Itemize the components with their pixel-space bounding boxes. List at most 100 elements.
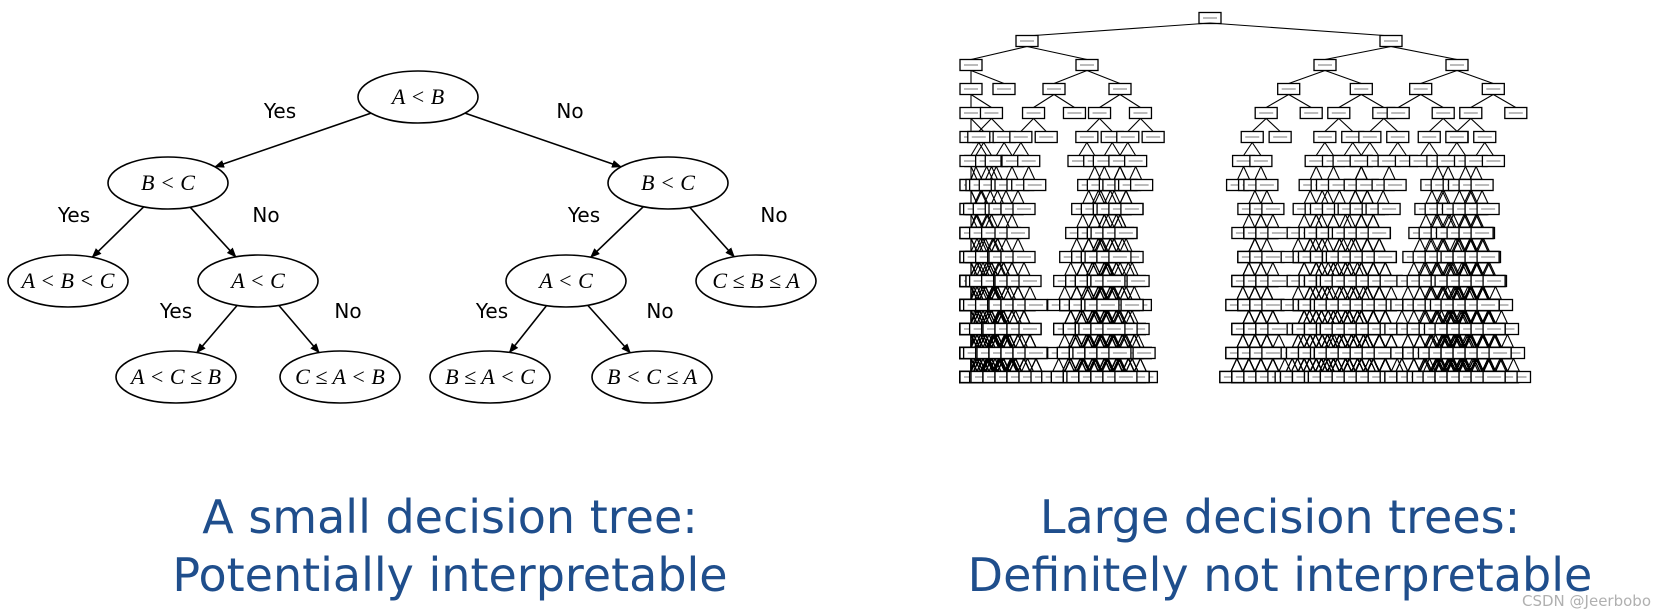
- tree-edge: [997, 238, 1005, 252]
- tree-edge: [1099, 118, 1113, 132]
- tree-edge: [1064, 310, 1072, 324]
- tree-edge: [1288, 94, 1312, 108]
- tree-edge: [1324, 45, 1392, 61]
- edge-label-lr-lrr: No: [334, 299, 361, 323]
- tree-edge: [992, 238, 1000, 252]
- tree-edge: [985, 214, 993, 228]
- tree-edge: [1230, 358, 1238, 372]
- tree-edge: [1237, 166, 1245, 180]
- tree-edge: [985, 238, 993, 252]
- edge-label-r-rl: Yes: [567, 203, 600, 227]
- tree-edge: [1017, 286, 1025, 300]
- large-decision-tree: [959, 11, 1532, 384]
- tree-edge: [1097, 166, 1105, 180]
- tree-edge: [1011, 166, 1019, 180]
- edge-label-r-rr: No: [760, 203, 787, 227]
- node-ellipse: [7, 254, 129, 308]
- tree-edge: [970, 45, 1028, 61]
- tree-edge: [1236, 286, 1244, 300]
- node-root: A < B: [357, 70, 479, 124]
- edge-rl-rll: [508, 305, 548, 354]
- tree-edge: [1005, 238, 1013, 252]
- edge-lr-lrr: [278, 304, 320, 354]
- tree-edge: [970, 166, 978, 180]
- node-rlr: B < C ≤ A: [591, 350, 713, 404]
- tree-edge: [1082, 214, 1090, 228]
- node-label: C ≤ A < B: [295, 364, 385, 389]
- tree-edge: [1023, 310, 1031, 324]
- node-label: B ≤ A < C: [445, 364, 535, 389]
- tree-edge: [1058, 286, 1066, 300]
- node-label: A < B: [390, 84, 444, 109]
- tree-edge: [1390, 45, 1458, 61]
- tree-edge: [1086, 69, 1121, 85]
- tree-edge: [1076, 262, 1084, 276]
- node-label: A < C ≤ B: [129, 364, 221, 389]
- tree-edge: [1209, 22, 1392, 37]
- tree-edge: [1248, 214, 1256, 228]
- tree-edge: [976, 262, 984, 276]
- tree-edge: [1015, 310, 1023, 324]
- tree-edge: [1003, 214, 1011, 228]
- tree-edge: [1003, 142, 1013, 156]
- edge-root-r: [464, 112, 622, 168]
- tree-edge: [980, 214, 988, 228]
- tree-edge: [1033, 118, 1047, 132]
- tree-edge: [981, 190, 989, 204]
- tree-edge: [1254, 190, 1262, 204]
- tree-edge: [1021, 358, 1029, 372]
- tree-edge: [1033, 94, 1055, 108]
- tree-edge: [1251, 142, 1262, 156]
- tree-edge: [970, 262, 978, 276]
- tree-edge: [986, 214, 994, 228]
- tree-edge: [1088, 166, 1096, 180]
- edge-label-root-l: Yes: [263, 99, 296, 123]
- tree-edge: [1011, 214, 1019, 228]
- tree-edge: [997, 190, 1005, 204]
- tree-edge: [997, 262, 1005, 276]
- tree-edge: [1026, 45, 1088, 61]
- tree-edge: [1058, 334, 1066, 348]
- tree-edge: [987, 238, 995, 252]
- node-ellipse: [429, 350, 551, 404]
- tree-edge: [1035, 358, 1043, 372]
- node-rll: B ≤ A < C: [429, 350, 551, 404]
- tree-edge: [1017, 190, 1025, 204]
- tree-edge: [1022, 166, 1030, 180]
- edge-lr-lrl: [196, 304, 238, 354]
- tree-edge: [1324, 69, 1362, 85]
- tree-edge: [1103, 166, 1111, 180]
- tree-edge: [995, 142, 1005, 156]
- tree-edge: [1053, 69, 1088, 85]
- tree-edge: [1003, 310, 1011, 324]
- tree-edge: [991, 118, 1005, 132]
- tree-edge: [974, 190, 982, 204]
- tree-edge: [991, 166, 999, 180]
- tree-edge: [993, 238, 1001, 252]
- tree-edge: [1011, 262, 1019, 276]
- tree-edge: [980, 166, 988, 180]
- tree-edge: [991, 238, 999, 252]
- node-ellipse: [607, 156, 729, 210]
- tree-edge: [1053, 94, 1075, 108]
- tree-edge: [1003, 262, 1011, 276]
- tree-edge: [1135, 166, 1143, 180]
- edge-r-rl: [589, 206, 644, 258]
- tree-edge: [1020, 118, 1034, 132]
- tree-edge: [1248, 310, 1256, 324]
- tree-edge: [1127, 118, 1141, 132]
- tree-edge: [989, 190, 997, 204]
- tree-edge: [1005, 190, 1013, 204]
- tree-edge: [1251, 118, 1267, 132]
- tree-edge: [1242, 286, 1250, 300]
- edge-l-ll: [91, 206, 145, 258]
- tree-edge: [1133, 286, 1141, 300]
- tree-edge: [978, 118, 992, 132]
- tree-edge: [991, 262, 999, 276]
- tree-edge: [1020, 142, 1030, 156]
- tree-edge: [1011, 238, 1019, 252]
- tree-edge: [1119, 142, 1129, 156]
- tree-edge: [993, 262, 1001, 276]
- tree-edge: [1243, 142, 1253, 156]
- tree-edge: [997, 286, 1005, 300]
